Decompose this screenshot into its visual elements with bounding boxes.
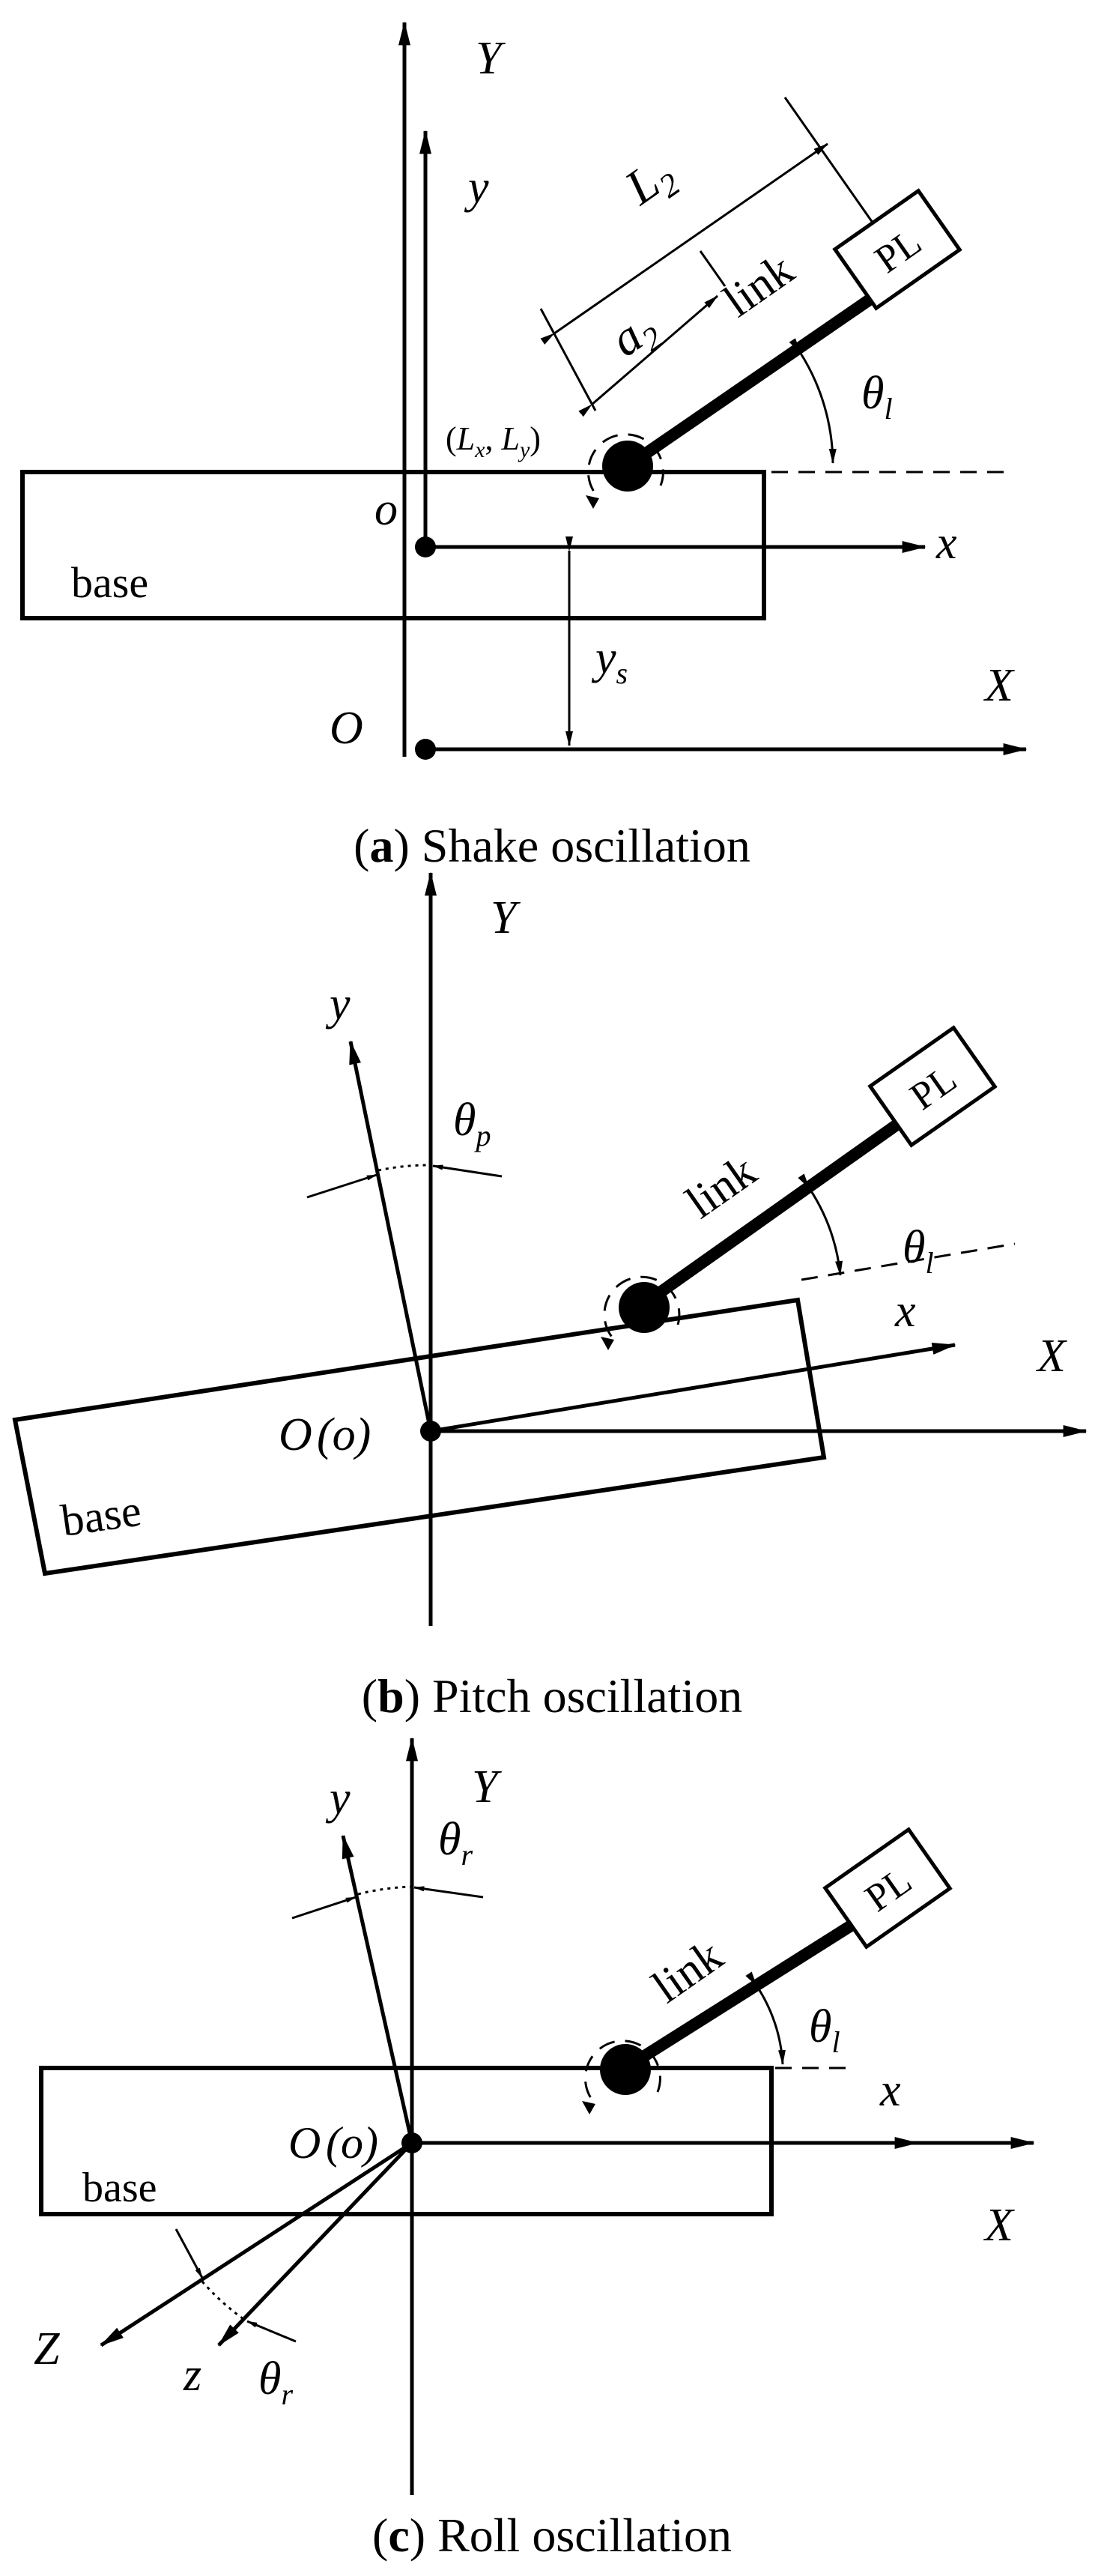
Z-label-c: Z xyxy=(34,2323,60,2374)
origin-dot-b xyxy=(420,1421,441,1442)
origin-dot-c xyxy=(401,2132,422,2153)
a2-label-a: a2 xyxy=(601,299,670,373)
ys-label-a: ys xyxy=(591,632,628,690)
theta-r-bottom-label-c: θr xyxy=(258,2353,293,2411)
theta-r-bottom-arrow-right-c xyxy=(246,2320,297,2343)
caption-c: (c) Roll oscillation xyxy=(372,2509,732,2562)
base-label-b: base xyxy=(58,1486,145,1546)
L2-ext-line-end-a xyxy=(783,97,874,223)
theta-p-label-b: θp xyxy=(453,1095,491,1152)
Y-label-c: Y xyxy=(472,1762,502,1812)
joint-arc-arrowhead-a xyxy=(586,495,599,509)
theta-p-arc-b xyxy=(377,1164,431,1172)
theta-l-arc-b xyxy=(798,1173,843,1276)
Y-label-b: Y xyxy=(491,892,521,943)
joint-coordinate-label-a: (Lx, Ly) xyxy=(446,420,541,462)
L2-label-a: L2 xyxy=(615,145,687,221)
origin-o-dot-a xyxy=(415,536,436,557)
joint-rotation-arc-a xyxy=(586,433,664,500)
base-label-c: base xyxy=(82,2165,157,2211)
theta-r-top-arrow-left-c xyxy=(291,1896,357,1920)
theta-p-arrow-right-b xyxy=(432,1164,503,1178)
theta-r-top-arc-c xyxy=(357,1885,413,1896)
joint-arc-arrowhead-b xyxy=(601,1337,614,1350)
o-label-a: o xyxy=(374,484,398,535)
theta-l-arc-a xyxy=(789,338,837,464)
link-label-a: link xyxy=(715,244,803,327)
z-axis-c xyxy=(217,2141,413,2347)
link-bar-b xyxy=(640,1107,918,1309)
theta-r-bottom-arc-c xyxy=(201,2281,244,2320)
o-paren-label-c: (o) xyxy=(326,2118,378,2168)
caption-a: (a) Shake oscillation xyxy=(354,819,750,872)
joint-arc-arrowhead-c xyxy=(582,2101,595,2114)
panel-b-pitch: base Y y X x O (o) θp PL link xyxy=(12,871,1088,1723)
theta-l-label-b: θl xyxy=(903,1222,934,1280)
joint-rotation-arc-c xyxy=(584,2040,661,2105)
O-label-a: O xyxy=(330,703,363,754)
theta-r-bottom-arrow-top-c xyxy=(175,2228,204,2279)
theta-r-top-label-c: θr xyxy=(438,1814,473,1872)
x-label-a: x xyxy=(935,518,957,569)
y-label-a: y xyxy=(464,162,489,213)
joint-a xyxy=(602,441,653,492)
Y-label-a: Y xyxy=(476,33,506,84)
a2-ext-line-a xyxy=(699,250,727,287)
base-rect-b xyxy=(12,1297,827,1576)
base-label-a: base xyxy=(71,558,148,607)
payload-box-c: PL xyxy=(822,1827,953,1950)
x-label-b: x xyxy=(894,1286,916,1337)
payload-box-b: PL xyxy=(867,1025,998,1148)
y-axis-c xyxy=(341,1834,414,2144)
L2-dimension-a xyxy=(540,142,828,345)
joint-b xyxy=(619,1282,670,1333)
y-label-c: y xyxy=(325,1773,351,1824)
payload-box-a: PL xyxy=(832,188,962,311)
theta-l-label-c: θl xyxy=(809,2001,840,2059)
panel-c-roll: base Y y x X Z z O (o) θr θr P xyxy=(34,1737,1035,2562)
link-label-b: link xyxy=(677,1145,765,1228)
X-label-c: X xyxy=(983,2200,1015,2251)
Z-axis-c xyxy=(100,2141,413,2347)
O-label-c: O xyxy=(288,2118,321,2168)
X-label-b: X xyxy=(1035,1331,1067,1382)
theta-p-arrow-left-b xyxy=(306,1173,377,1199)
a2-dimension-a xyxy=(578,294,718,417)
link-bar-a xyxy=(624,273,905,471)
o-paren-label-b: (o) xyxy=(317,1409,371,1460)
z-label-c: z xyxy=(183,2350,201,2401)
x-axis-b xyxy=(430,1343,956,1433)
y-label-b: y xyxy=(325,979,351,1030)
O-label-b: O xyxy=(279,1409,312,1460)
theta-l-arc-c xyxy=(745,1971,786,2065)
origin-O-dot-a xyxy=(415,739,436,760)
theta-r-top-arrow-right-c xyxy=(413,1886,484,1899)
joint-c xyxy=(600,2044,651,2095)
panel-a-shake: base Y y x X o O ys PL link xyxy=(20,21,1028,872)
theta-l-label-a: θl xyxy=(861,368,893,426)
X-label-a: X xyxy=(983,660,1015,711)
link-label-c: link xyxy=(643,1929,732,2013)
caption-b: (b) Pitch oscillation xyxy=(362,1669,742,1723)
y-axis-b xyxy=(348,1040,433,1432)
x-label-c: x xyxy=(879,2065,901,2116)
